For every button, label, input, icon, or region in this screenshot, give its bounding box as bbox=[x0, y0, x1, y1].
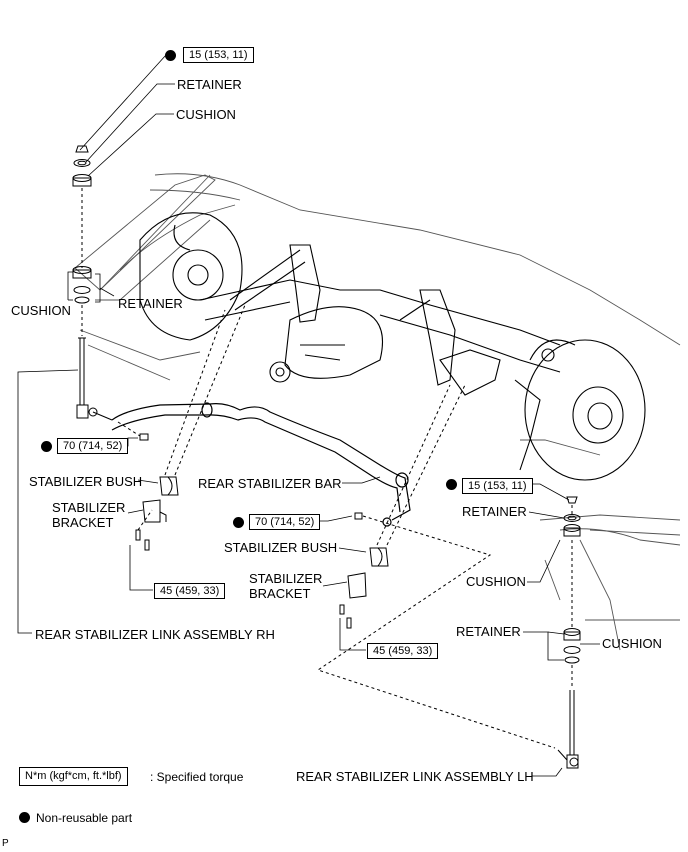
label-link-lh: REAR STABILIZER LINK ASSEMBLY LH bbox=[296, 769, 534, 784]
link-stack-rh bbox=[72, 145, 113, 421]
nonreusable-dot-top bbox=[165, 50, 176, 61]
label-rear-stab-bar: REAR STABILIZER BAR bbox=[198, 476, 342, 491]
label-stab-bush-mid: STABILIZER BUSH bbox=[224, 540, 338, 555]
label-retainer-top: RETAINER bbox=[177, 77, 242, 92]
nonreusable-dot-left-70 bbox=[41, 441, 52, 452]
label-retainer-right-lower: RETAINER bbox=[456, 624, 521, 639]
vehicle-frame bbox=[74, 173, 681, 651]
label-cushion-top: CUSHION bbox=[176, 107, 236, 122]
legend-torque-desc: : Specified torque bbox=[150, 770, 244, 784]
rear-axle bbox=[139, 212, 646, 481]
legend-nonreusable: Non-reusable part bbox=[36, 811, 133, 825]
label-cushion-left: CUSHION bbox=[11, 303, 71, 318]
torque-left-45: 45 (459, 33) bbox=[154, 583, 226, 599]
link-stack-lh bbox=[557, 496, 581, 769]
nonreusable-dot-mid-70 bbox=[233, 517, 244, 528]
stabilizer-bar bbox=[111, 402, 411, 527]
label-stab-bush-left: STABILIZER BUSH bbox=[29, 474, 143, 489]
label-cushion-right-lower: CUSHION bbox=[602, 636, 662, 651]
bush-bracket-left bbox=[135, 304, 246, 551]
label-stab-bracket-left: STABILIZER BRACKET bbox=[52, 500, 126, 530]
torque-mid-45: 45 (459, 33) bbox=[367, 643, 439, 659]
torque-top: 15 (153, 11) bbox=[183, 47, 254, 63]
label-stab-bracket-mid: STABILIZER BRACKET bbox=[249, 571, 323, 601]
torque-left-70: 70 (714, 52) bbox=[57, 438, 129, 454]
label-retainer-left: RETAINER bbox=[118, 296, 183, 311]
nut-left-70 bbox=[117, 421, 149, 441]
torque-mid-70: 70 (714, 52) bbox=[249, 514, 321, 530]
corner-mark: P bbox=[2, 838, 9, 849]
label-link-rh: REAR STABILIZER LINK ASSEMBLY RH bbox=[35, 627, 275, 642]
label-retainer-right: RETAINER bbox=[462, 504, 527, 519]
torque-right-15: 15 (153, 11) bbox=[462, 478, 533, 494]
leader-lines bbox=[17, 54, 600, 777]
bush-bracket-mid bbox=[316, 384, 556, 749]
label-cushion-right: CUSHION bbox=[466, 574, 526, 589]
legend-torque-unit: N*m (kgf*cm, ft.*lbf) bbox=[19, 767, 128, 786]
nonreusable-dot-right-15 bbox=[446, 479, 457, 490]
nonreusable-dot-legend bbox=[19, 812, 30, 823]
